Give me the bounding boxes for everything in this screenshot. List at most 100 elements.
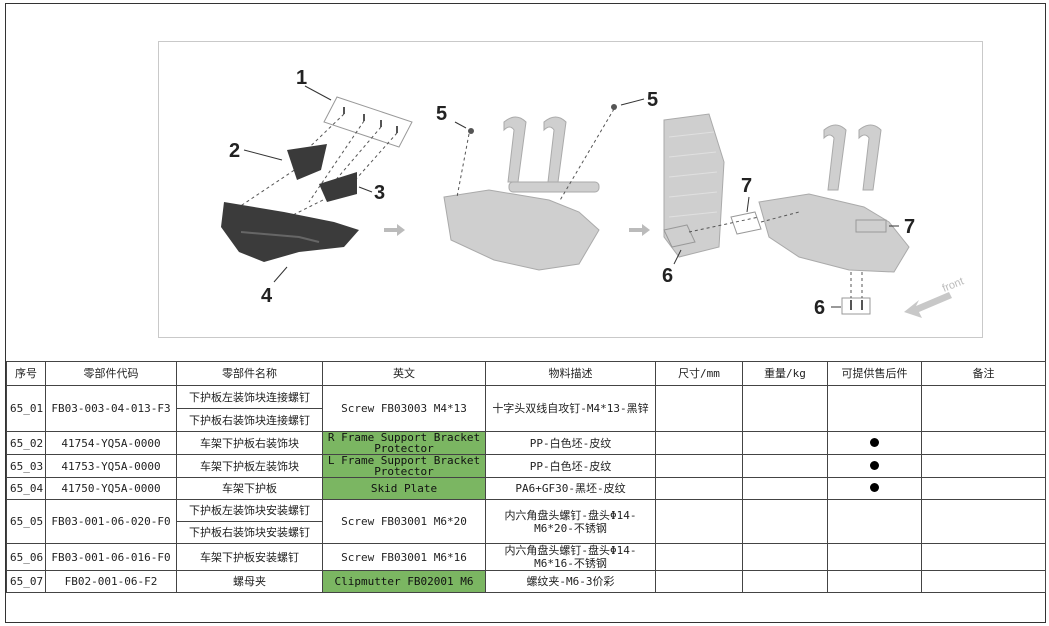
col-header-aftersale: 可提供售后件 <box>827 361 922 386</box>
cell-code: 41750-YQ5A-0000 <box>45 477 177 500</box>
cell-code: FB03-003-04-013-F3 <box>45 385 177 432</box>
cell-seq: 65_02 <box>6 431 46 455</box>
cell-aftersale <box>827 499 922 544</box>
cell-english: Skid Plate <box>322 477 486 500</box>
cell-seq: 65_01 <box>6 385 46 432</box>
cell-remark <box>921 385 1046 432</box>
callout-7-right: 7 <box>904 216 915 238</box>
parts-table: 序号 零部件代码 零部件名称 英文 物料描述 尺寸/mm 重量/kg 可提供售后… <box>6 361 1046 593</box>
cell-name: 车架下护板 <box>176 477 323 500</box>
cell-size <box>655 499 743 544</box>
cell-aftersale <box>827 477 922 500</box>
col-header-english: 英文 <box>322 361 486 386</box>
aftersale-dot-icon <box>870 483 879 492</box>
cell-code: 41754-YQ5A-0000 <box>45 431 177 455</box>
cell-material: 螺纹夹-M6-3价彩 <box>485 570 656 593</box>
cell-english: Screw FB03003 M4*13 <box>322 385 486 432</box>
cell-weight <box>742 385 828 432</box>
table-row: 65_03 41753-YQ5A-0000 车架下护板左装饰块 L Frame … <box>6 454 1046 478</box>
callout-7-left: 7 <box>741 175 752 197</box>
cell-aftersale <box>827 385 922 432</box>
callout-3: 3 <box>374 182 385 204</box>
table-row: 65_07 FB02-001-06-F2 螺母夹 Clipmutter FB02… <box>6 570 1046 593</box>
cell-weight <box>742 570 828 593</box>
screw-group-1-icon <box>323 96 413 148</box>
col-header-material: 物料描述 <box>485 361 656 386</box>
right-trim-part <box>319 172 357 202</box>
step-arrow-1-icon <box>384 224 405 236</box>
cell-seq: 65_04 <box>6 477 46 500</box>
cell-seq: 65_05 <box>6 499 46 544</box>
cell-size <box>655 431 743 455</box>
cell-name: 车架下护板左装饰块 <box>176 454 323 478</box>
cell-aftersale <box>827 454 922 478</box>
cell-size <box>655 385 743 432</box>
table-row: 65_04 41750-YQ5A-0000 车架下护板 Skid Plate P… <box>6 477 1046 500</box>
cell-english: Clipmutter FB02001 M6 <box>322 570 486 593</box>
callout-2: 2 <box>229 140 240 162</box>
cell-seq: 65_06 <box>6 543 46 571</box>
table-row: 65_01 FB03-003-04-013-F3 下护板左装饰块连接螺钉 Scr… <box>6 385 1046 432</box>
step-arrow-2-icon <box>629 224 650 236</box>
cell-remark <box>921 431 1046 455</box>
cell-seq: 65_07 <box>6 570 46 593</box>
exploded-view-diagram: 1 2 3 4 <box>158 41 983 338</box>
cell-name: 车架下护板右装饰块 <box>176 431 323 455</box>
frame-tube-right-part <box>543 116 567 183</box>
aftersale-dot-icon <box>870 460 879 470</box>
frame-tube-left-part <box>503 116 527 183</box>
cell-size <box>655 570 743 593</box>
cell-code: 41753-YQ5A-0000 <box>45 454 177 478</box>
exploded-view-svg: 1 2 3 4 <box>221 67 966 319</box>
cell-name: 车架下护板安装螺钉 <box>176 543 323 571</box>
cell-remark <box>921 570 1046 593</box>
cell-size <box>655 543 743 571</box>
col-header-size: 尺寸/mm <box>655 361 743 386</box>
grey-skid-plate-part <box>443 189 600 271</box>
frame-tube-3-left-part <box>823 124 847 191</box>
front-label: front <box>941 275 966 294</box>
cell-material: 内六角盘头螺钉-盘头Φ14-M6*20-不锈钢 <box>485 499 656 544</box>
front-arrow-icon <box>904 292 952 318</box>
cell-material: PP-白色坯-皮纹 <box>485 454 656 478</box>
cell-aftersale <box>827 431 922 455</box>
callout-5-right: 5 <box>647 89 658 111</box>
cell-material: PP-白色坯-皮纹 <box>485 431 656 455</box>
cell-code: FB03-001-06-016-F0 <box>45 543 177 571</box>
figure-area: 1 2 3 4 <box>6 4 1045 362</box>
cell-weight <box>742 543 828 571</box>
cell-name: 下护板右装饰块连接螺钉 <box>176 408 323 432</box>
cell-english: R Frame Support Bracket Protector <box>322 431 486 455</box>
cell-material: 内六角盘头螺钉-盘头Φ14-M6*16-不锈钢 <box>485 543 656 571</box>
cell-name: 螺母夹 <box>176 570 323 593</box>
frame-tube-3-right-part <box>858 124 882 191</box>
cell-english: Screw FB03001 M6*16 <box>322 543 486 571</box>
cell-code: FB03-001-06-020-F0 <box>45 499 177 544</box>
cell-seq: 65_03 <box>6 454 46 478</box>
table-header-row: 序号 零部件代码 零部件名称 英文 物料描述 尺寸/mm 重量/kg 可提供售后… <box>6 361 1046 386</box>
col-header-code: 零部件代码 <box>45 361 177 386</box>
table-row: 65_02 41754-YQ5A-0000 车架下护板右装饰块 R Frame … <box>6 431 1046 455</box>
col-header-seq: 序号 <box>6 361 46 386</box>
cell-material: PA6+GF30-黑坯-皮纹 <box>485 477 656 500</box>
cell-remark <box>921 477 1046 500</box>
callout-6-left: 6 <box>662 265 673 287</box>
table-row: 65_05 FB03-001-06-020-F0 下护板左装饰块安装螺钉 Scr… <box>6 499 1046 544</box>
table-row: 65_06 FB03-001-06-016-F0 车架下护板安装螺钉 Screw… <box>6 543 1046 571</box>
cell-remark <box>921 454 1046 478</box>
col-header-remark: 备注 <box>921 361 1046 386</box>
cell-english: Screw FB03001 M6*20 <box>322 499 486 544</box>
parts-sheet: 1 2 3 4 <box>5 3 1046 623</box>
aftersale-dot-icon <box>870 437 879 447</box>
callout-5-left: 5 <box>436 103 447 125</box>
cell-name: 下护板右装饰块安装螺钉 <box>176 521 323 544</box>
cell-remark <box>921 499 1046 544</box>
cell-remark <box>921 543 1046 571</box>
callout-1: 1 <box>296 67 307 89</box>
col-header-weight: 重量/kg <box>742 361 828 386</box>
cell-weight <box>742 431 828 455</box>
cell-size <box>655 477 743 500</box>
cell-code: FB02-001-06-F2 <box>45 570 177 593</box>
callout-6-right: 6 <box>814 297 825 319</box>
cell-name: 下护板左装饰块连接螺钉 <box>176 385 323 409</box>
